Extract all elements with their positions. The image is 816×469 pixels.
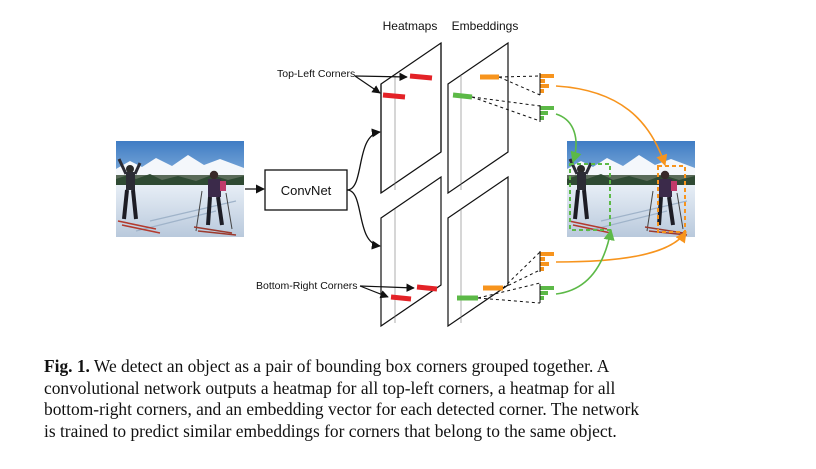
embedding-projection-top [471,75,541,122]
heatmap-point-bottom-2 [390,294,412,302]
bbox-person-left [569,163,611,231]
bottom-right-arrow-1 [359,283,415,292]
heatmap-point-top-1 [409,73,433,81]
branch-arrow-top [346,128,381,191]
caption-line-3: bottom-right corners, and an embedding v… [44,399,640,420]
top-left-arrow-1 [354,72,408,82]
embedding-point-top-green [452,92,473,100]
bottom-right-arrow-2 [359,285,389,299]
match-curve-top-green [555,113,582,164]
match-curve-top-orange [555,85,668,167]
caption-line-2: convolutional network outputs a heatmap … [44,377,616,398]
embedding-top-left [447,41,509,195]
top-left-arrow-2 [354,75,381,94]
caption-text-1: We detect an object as a pair of boundin… [89,356,610,376]
embedding-vector-bottom-orange [539,251,554,272]
embeddings-header: Embeddings [452,19,519,33]
convnet-box: ConvNet [264,169,348,211]
heatmap-point-bottom-1 [416,284,438,292]
caption-line-1: Fig. 1. We detect an object as a pair of… [44,356,784,378]
embedding-bottom-right [447,175,509,328]
embedding-vector-top-green [539,105,554,122]
embedding-projection-bottom [477,251,541,304]
heatmap-bottom-right [380,175,442,328]
embedding-vector-bottom-green [539,284,554,303]
heatmap-top-left [380,41,442,195]
figure-label: Fig. 1. [44,356,90,376]
heatmap-point-top-2 [382,92,406,100]
match-curve-bottom-orange [555,231,687,263]
input-image [114,139,246,239]
bottom-right-corners-label: Bottom-Right Corners [256,280,358,292]
branch-arrow-bottom [346,189,381,250]
convnet-label: ConvNet [281,183,332,198]
output-image [565,139,697,239]
heatmaps-header: Heatmaps [383,19,438,33]
cornernet-diagram: ConvNet Heatmaps Embeddings Top-Left Cor… [114,19,697,328]
top-left-corners-label: Top-Left Corners [277,68,355,80]
caption-line-4: is trained to predict similar embeddings… [44,420,617,441]
bbox-person-right [657,165,686,233]
figure-caption: Fig. 1. We detect an object as a pair of… [44,356,784,442]
match-curve-bottom-green [555,228,615,295]
embedding-vector-top-orange [539,73,554,95]
